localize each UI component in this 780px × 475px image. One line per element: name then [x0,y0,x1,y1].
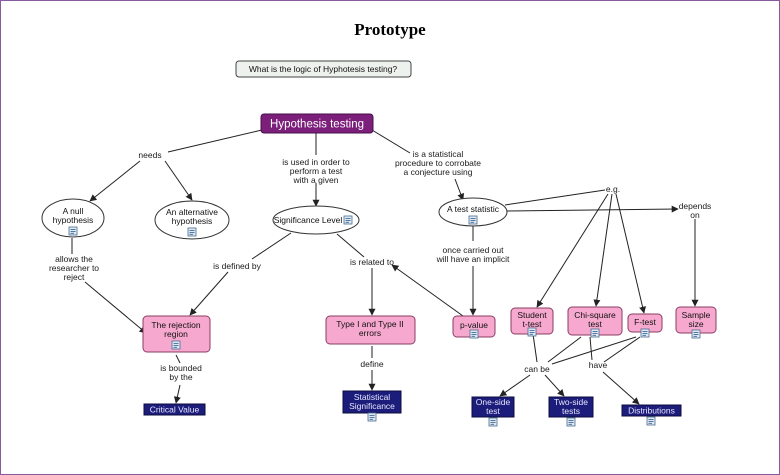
link-allows-line-3: reject [64,272,85,282]
link-carried-out-line-1: once carried out [443,245,505,255]
link-carried-out-line-2: will have an implicit [436,254,510,264]
document-icon[interactable] [187,227,197,237]
link-allows-line-2: researcher to [49,263,99,273]
alternative-hypothesis-node[interactable]: An alternative hypothesis [154,200,230,240]
p-value-node[interactable]: p-value [452,315,496,339]
hypothesis-testing-node[interactable]: Hypothesis testing [260,113,374,134]
statistical-significance-label-line-2: Significance [349,401,395,411]
significance-level-label: Significance Level [274,215,343,225]
link-statistical-procedure-line-3: a conjecture using [404,167,473,177]
chi-square-test-label-line-1: Chi-square [574,310,616,320]
sample-size-node[interactable]: Sample size [675,306,717,339]
document-icon[interactable] [646,416,656,426]
test-statistic-node[interactable]: A test statistic [438,197,508,227]
critical-value-label: Critical Value [150,405,200,415]
null-hypothesis-node[interactable]: A null hypothesis [41,198,105,238]
sample-size-label-line-2: size [688,319,703,329]
f-test-label: F-test [634,317,656,327]
page-title: Prototype [354,20,426,39]
alternative-hypothesis-label-line-1: An alternative [166,207,218,217]
document-icon[interactable] [527,327,537,337]
link-bounded-by-line-2: by the [169,372,192,382]
document-icon[interactable] [468,215,478,225]
link-needs: needs [138,150,161,160]
document-icon[interactable] [469,329,479,339]
null-hypothesis-label-line-2: hypothesis [53,215,94,225]
significance-level-node[interactable]: Significance Level [272,205,360,235]
student-t-test-node[interactable]: Student t-test [510,307,554,337]
link-used-to-line-2: perform a test [290,166,343,176]
p-value-label: p-value [460,320,488,330]
two-side-tests-node[interactable]: Two-side tests [548,396,594,427]
alternative-hypothesis-label-line-2: hypothesis [172,216,213,226]
student-t-test-label-line-1: Student [517,310,547,320]
document-icon[interactable] [488,417,498,427]
f-test-node[interactable]: F-test [627,313,663,338]
document-icon[interactable] [566,417,576,427]
rejection-region-label-line-2: region [164,329,188,339]
document-icon[interactable] [367,412,377,422]
edges [71,129,699,405]
student-t-test-label-line-2: t-test [523,319,543,329]
question-text: What is the logic of Hyphotesis testing? [249,64,398,74]
critical-value-node[interactable]: Critical Value [143,403,206,416]
type-errors-label-line-1: Type I and Type II [336,319,403,329]
chi-square-test-node[interactable]: Chi-square test [567,306,623,338]
sample-size-label-line-1: Sample [682,310,711,320]
distributions-label: Distributions [628,406,675,416]
link-allows-line-1: allows the [55,254,93,264]
link-depends-on-line-1: depends [679,201,712,211]
two-side-tests-label-line-1: Two-side [554,397,588,407]
document-icon[interactable] [68,226,78,236]
hypothesis-testing-label: Hypothesis testing [270,119,364,131]
link-bounded-by-line-1: is bounded [160,363,202,373]
test-statistic-label: A test statistic [447,204,500,214]
rejection-region-label-line-1: The rejection [151,320,200,330]
link-related-to: is related to [350,257,394,267]
link-defined-by: is defined by [213,261,261,271]
chi-square-test-label-line-2: test [588,319,602,329]
statistical-significance-label-line-1: Statistical [354,392,390,402]
rejection-region-node[interactable]: The rejection region [142,315,211,353]
null-hypothesis-label-line-1: A null [63,206,84,216]
link-statistical-procedure-line-2: procedure to corrobate [395,158,481,168]
document-icon[interactable] [691,329,701,339]
type-errors-label-line-2: errors [359,328,381,338]
link-used-to-line-1: is used in order to [282,157,350,167]
distributions-node[interactable]: Distributions [621,404,682,426]
question-node[interactable]: What is the logic of Hyphotesis testing? [235,60,412,78]
link-used-to-line-3: with a given [293,175,339,185]
link-can-be: can be [524,364,550,374]
document-icon[interactable] [640,328,650,338]
statistical-significance-node[interactable]: Statistical Significance [342,390,402,422]
one-side-test-node[interactable]: One-side test [471,396,515,427]
type-errors-node[interactable]: Type I and Type II errors [325,315,416,345]
link-depends-on-line-2: on [690,210,700,220]
link-statistical-procedure-line-1: is a statistical [413,149,464,159]
one-side-test-label-line-2: test [486,406,500,416]
link-labels: needs is used in order to perform a test… [49,149,711,382]
link-have: have [589,360,608,370]
link-define: define [360,359,383,369]
document-icon[interactable] [171,340,181,350]
one-side-test-label-line-1: One-side [476,397,511,407]
document-icon[interactable] [343,215,353,225]
link-eg: e.g. [606,184,620,194]
two-side-tests-label-line-2: tests [562,406,580,416]
document-icon[interactable] [590,328,600,338]
